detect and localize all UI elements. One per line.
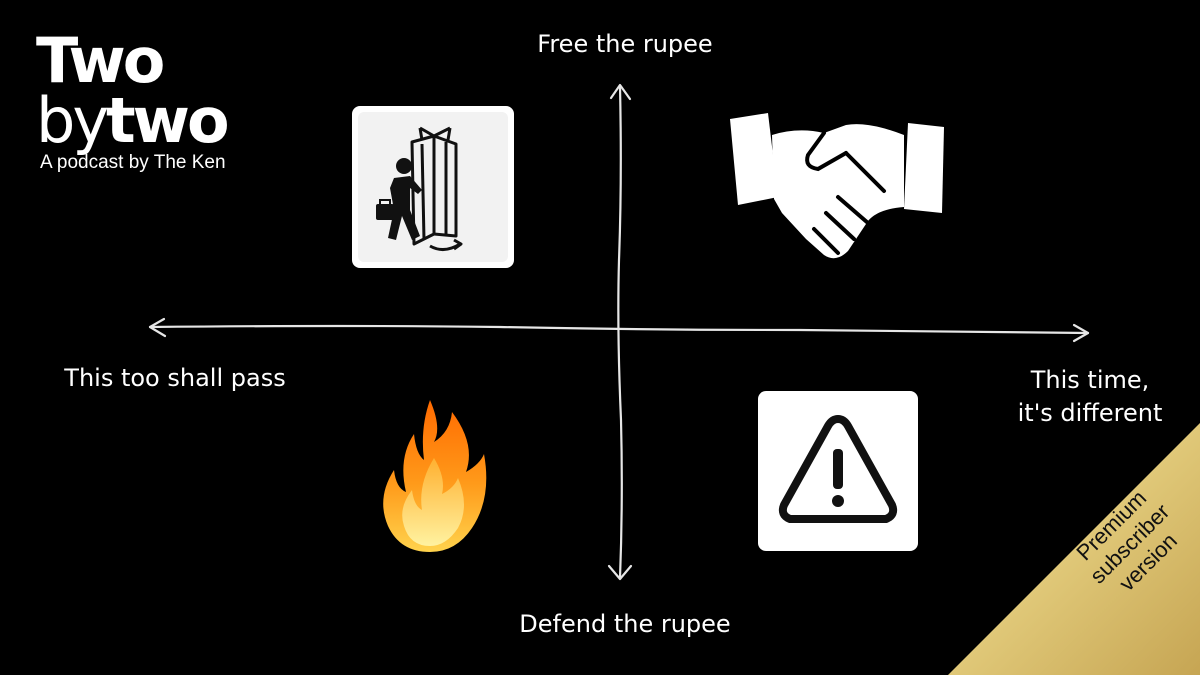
warning-icon — [758, 391, 918, 551]
axis-label-right: This time, it's different — [990, 364, 1190, 430]
axis-label-left: This too shall pass — [64, 364, 286, 392]
vertical-axis-arrow-bottom — [607, 564, 633, 581]
axis-label-bottom: Defend the rupee — [519, 610, 731, 638]
revolving-door-businessman-icon — [352, 106, 514, 268]
horizontal-axis-arrow-right — [1072, 323, 1090, 343]
logo-subtitle: A podcast by The Ken — [40, 152, 226, 173]
vertical-axis-arrow-top — [609, 83, 632, 101]
podcast-logo: Two bytwo A podcast by The Ken — [36, 24, 230, 174]
logo-word-by-two: bytwo — [36, 90, 230, 152]
logo-word-by: by — [36, 84, 109, 157]
axis-label-right-line1: This time, — [1030, 366, 1150, 394]
axis-label-top: Free the rupee — [537, 30, 713, 58]
horizontal-axis — [148, 324, 1090, 335]
handshake-icon — [728, 113, 948, 269]
logo-word-two: Two — [36, 24, 165, 97]
axis-label-right-line2: it's different — [1017, 399, 1163, 427]
fire-icon — [380, 398, 490, 558]
horizontal-axis-arrow-left — [148, 317, 167, 338]
logo-word-two-bold: two — [106, 84, 230, 157]
